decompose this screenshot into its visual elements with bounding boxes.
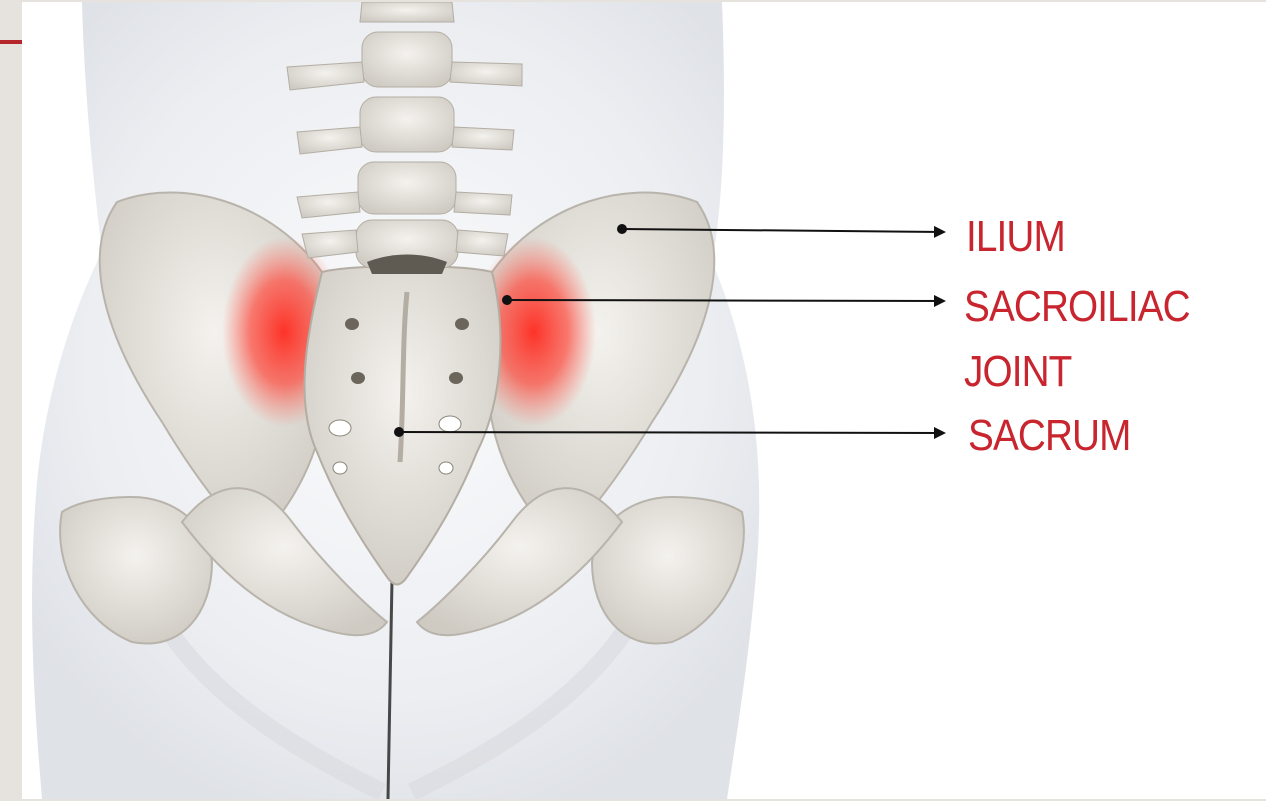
anatomy-figure: ILIUM SACROILIAC JOINT SACRUM	[22, 2, 1266, 799]
label-joint: JOINT	[964, 350, 1071, 394]
label-sacroiliac: SACROILIAC	[964, 285, 1190, 329]
sacrum-arrow	[399, 432, 944, 433]
sacroiliac-arrow	[507, 300, 944, 301]
pelvis-illustration	[22, 2, 1266, 799]
label-ilium: ILIUM	[966, 215, 1065, 259]
label-sacrum: SACRUM	[968, 414, 1131, 458]
